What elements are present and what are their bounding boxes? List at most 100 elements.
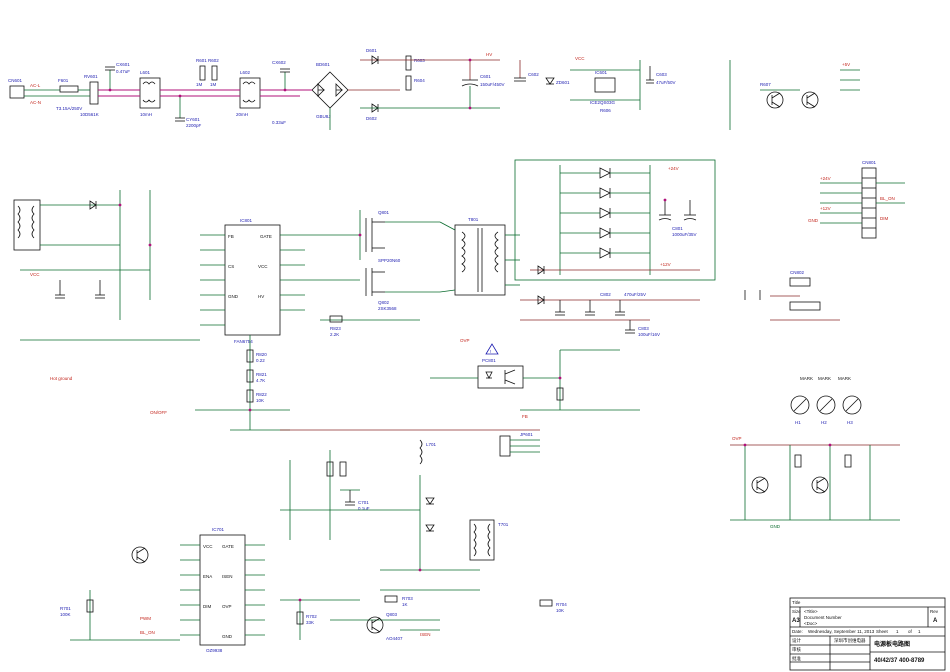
r823-label: R823 [330, 326, 341, 331]
sense-resistor-chain: R820 0.22 R821 4.7K R822 10K ON/OFF [150, 335, 290, 431]
company-name: 深圳市创维电器 [834, 637, 866, 644]
l602-value: 20mH [236, 112, 248, 117]
pin-gate: GATE [260, 234, 272, 239]
net-acl: AC-L [30, 83, 41, 88]
junction-dots [108, 58, 832, 602]
f601-value: T3.15A/250V [56, 106, 82, 111]
date-label: Date: [792, 629, 803, 634]
ic601-value: ICE2QS03G [590, 100, 616, 105]
r606-label: R606 [600, 108, 611, 113]
r704-label: R704 [556, 602, 567, 607]
title-block: Title Size A3 <Title> Document Number <D… [789, 597, 946, 671]
l601-value: 10mH [140, 112, 152, 117]
pin-isen-701: ISEN [222, 574, 233, 579]
c601-label: C601 [480, 74, 491, 79]
r821-label: R821 [256, 372, 267, 377]
doc-label: Document Number [804, 615, 842, 620]
bd601-value: GBU8J [316, 114, 331, 119]
pin-ena-701: ENA [203, 574, 212, 579]
net-hv: HV [486, 52, 492, 57]
c701-value: 0.1uF [358, 506, 370, 511]
cn601-label: CN601 [8, 78, 23, 83]
standby-transistors: +5V R607 [729, 60, 860, 130]
c802-value: 470uF/25V [624, 292, 646, 297]
sheet-value: 1 [896, 629, 899, 634]
pin-fb: FB [228, 234, 234, 239]
of-label: of [908, 629, 913, 634]
cx601-value: 0.47uF [116, 69, 130, 74]
net-dim-cn: DIM [880, 216, 889, 221]
net-24v-cn: +24V [820, 176, 831, 181]
pin-vcc: VCC [258, 264, 268, 269]
pin-vcc-701: VCC [203, 544, 213, 549]
cy601-value: 2200pF [186, 123, 202, 128]
ac-input-section: CN601 AC-L AC-N F601 T3.15A/250V RV601 1… [8, 48, 570, 130]
r602-label: R602 [208, 58, 219, 63]
size-label: Size [792, 609, 801, 614]
cx602-value: 0.33uF [272, 120, 286, 125]
net-isen: ISEN [420, 632, 431, 637]
bd601-label: BD601 [316, 62, 330, 67]
date-value: Wednesday, September 11, 2013 [808, 629, 875, 634]
rv601-value: 10D561K [80, 112, 99, 117]
d601-label: D601 [366, 48, 377, 53]
cn801-label: CN801 [862, 160, 877, 165]
q801-label: Q801 [378, 210, 390, 215]
ic701-value: OZ9938 [206, 648, 223, 653]
net-gnd-r: GND [770, 524, 781, 529]
l602-label: L602 [240, 70, 251, 75]
rail-12v: C802 470uF/25V +12V C803 100uF/16V [520, 262, 700, 337]
ic601-label: IC601 [595, 70, 608, 75]
approved-label: 批准 [792, 655, 801, 662]
cx602-label: CX602 [272, 60, 286, 65]
size-value: A3 [792, 618, 800, 624]
pin-gnd-701: GND [222, 634, 233, 639]
r601-label: R601 [196, 58, 207, 63]
net-12v: +12V [660, 262, 671, 267]
hole-h2: H2 [821, 420, 827, 425]
net-ovp-r: OVP [732, 436, 742, 441]
r703-label: R703 [402, 596, 413, 601]
q803-value: AO4407 [386, 636, 403, 641]
q803-label: Q803 [386, 612, 398, 617]
title-value: <Title> [804, 609, 818, 614]
d602-label: D602 [366, 116, 377, 121]
net-gnd-cn: GND [808, 218, 819, 223]
power-mosfets: Q801 SPP20N60 Q802 2SK3568 R823 2.2K [305, 210, 440, 337]
net-5v-top: +5V [842, 62, 850, 67]
r701-value: 100K [60, 612, 71, 617]
r822-label: R822 [256, 392, 267, 397]
cn801-connector: CN801 +24V +12V BL_ON DIM GND [808, 160, 905, 239]
pin-hv: HV [258, 294, 264, 299]
c701-label: C701 [358, 500, 369, 505]
pin-cs: CS [228, 264, 234, 269]
c803-value: 100uF/16V [638, 332, 660, 337]
r603-label: R603 [414, 58, 425, 63]
ic801-label: IC801 [240, 218, 253, 223]
net-vcc-aux: VCC [575, 56, 585, 61]
l601-label: L601 [140, 70, 151, 75]
t701-label: T701 [498, 522, 509, 527]
c603-value: 47uF/50V [656, 80, 676, 85]
boost-stage: L701 T701 C701 0.1uF R702 33K Q803 AO440… [280, 429, 567, 641]
bridge-rectifier [311, 71, 349, 109]
r602-value: 1M [210, 82, 217, 87]
ic801-value: FAN6754 [234, 339, 253, 344]
c603-label: C603 [656, 72, 667, 77]
r601-value: 1M [196, 82, 203, 87]
cy601-label: CY601 [186, 117, 200, 122]
aux-supply-section: IC601 ICE2QS03G R606 C603 47uF/50V VCC [570, 56, 676, 113]
c602-label: C602 [528, 72, 539, 77]
r820-value: 0.22 [256, 358, 265, 363]
net-vcc-left: VCC [30, 272, 40, 277]
r703-value: 1K [402, 602, 408, 607]
r604-label: R604 [414, 78, 425, 83]
c803-label: C803 [638, 326, 649, 331]
net-24v: +24V [668, 166, 679, 171]
r701-label: R701 [60, 606, 71, 611]
mark-2: MARK [818, 376, 831, 381]
q802-value: 2SK3568 [378, 306, 397, 311]
sheet-label: Sheet [876, 629, 889, 634]
